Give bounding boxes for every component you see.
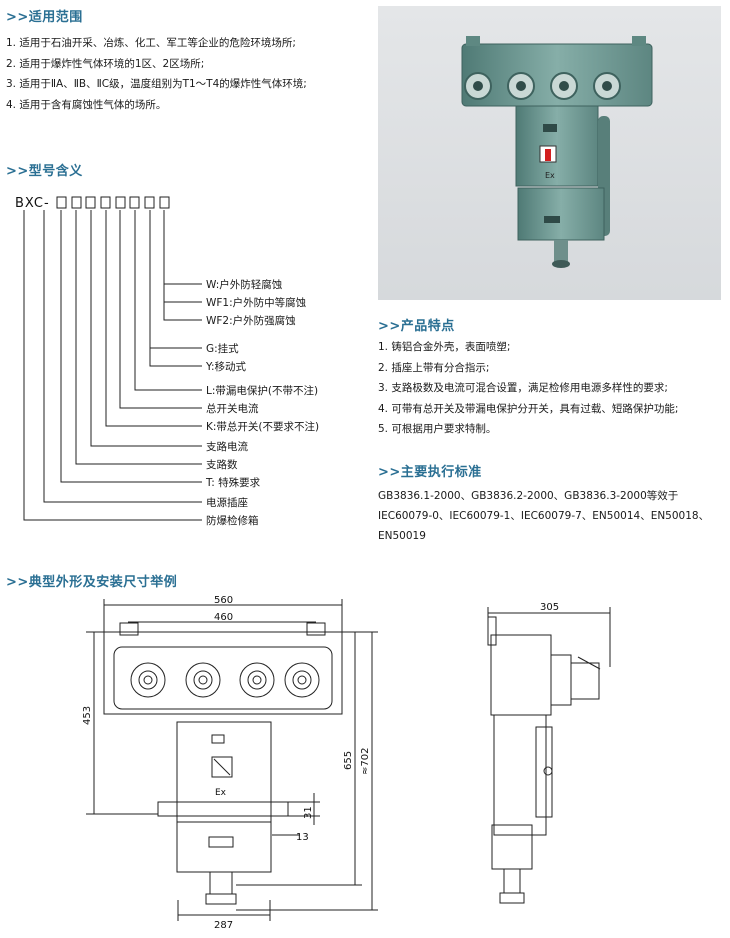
- model-label-branch-current: 支路电流: [206, 441, 248, 453]
- dim-655: 655: [343, 751, 354, 770]
- standards-text: GB3836.1-2000、GB3836.2-2000、GB3836.3-200…: [378, 490, 710, 542]
- scope-item: 2. 适用于爆炸性气体环境的1区、2区场所;: [6, 57, 205, 70]
- front-ex-mark: Ex: [215, 788, 227, 798]
- socket-icons: [464, 72, 621, 100]
- model-label-socket: 电源插座: [206, 497, 248, 509]
- model-label-branch-count: 支路数: [206, 459, 238, 471]
- dim-287: 287: [214, 920, 233, 931]
- model-label-w: W:户外防轻腐蚀: [206, 279, 283, 291]
- model-label-main-current: 总开关电流: [206, 403, 259, 415]
- scope-item: 1. 适用于石油开采、冶炼、化工、军工等企业的危险环境场所;: [6, 37, 296, 49]
- model-label-t: T: 特殊要求: [206, 477, 261, 489]
- model-code: BXC-: [15, 196, 50, 211]
- features-title: >>产品特点: [378, 319, 455, 334]
- scope-list: 1. 适用于石油开采、冶炼、化工、军工等企业的危险环境场所; 2. 适用于爆炸性…: [6, 33, 307, 115]
- feature-item: 1. 铸铝合金外壳，表面喷塑;: [378, 341, 511, 353]
- model-code-diagram: BXC-: [15, 196, 202, 521]
- feature-item: 3. 支路极数及电流可混合设置，满足检修用电源多样性的要求;: [378, 382, 668, 394]
- dim-560: 560: [214, 595, 233, 606]
- model-label-wf2: WF2:户外防强腐蚀: [206, 315, 296, 327]
- dim-460: 460: [214, 612, 233, 623]
- drawing-title: >>典型外形及安装尺寸举例: [6, 575, 178, 590]
- product-photo: Ex: [378, 6, 721, 300]
- svg-text:Ex: Ex: [545, 171, 555, 180]
- model-code-boxes: [56, 196, 170, 209]
- dimension-drawing: 560 460 453 655 ≈702 31 13 287 305 Ex: [82, 595, 611, 931]
- model-label-g: G:挂式: [206, 343, 239, 355]
- scope-item: 3. 适用于ⅡA、ⅡB、ⅡC级，温度组别为T1～T4的爆炸性气体环境;: [6, 78, 307, 90]
- model-leader-lines: [23, 210, 202, 521]
- model-label-k: K:带总开关(不要求不注): [206, 421, 320, 433]
- scope-item: 4. 适用于含有腐蚀性气体的场所。: [6, 98, 167, 111]
- feature-item: 5. 可根据用户要求特制。: [378, 423, 497, 435]
- model-title: >>型号含义: [6, 164, 83, 179]
- standards-title: >>主要执行标准: [378, 465, 482, 480]
- dim-702: ≈702: [360, 748, 371, 775]
- dim-453: 453: [82, 706, 93, 725]
- dim-31: 31: [303, 806, 314, 819]
- model-label-box: 防爆检修箱: [206, 515, 259, 527]
- dim-13: 13: [296, 832, 309, 843]
- model-label-y: Y:移动式: [206, 361, 247, 373]
- model-label-l: L:带漏电保护(不带不注): [206, 385, 319, 397]
- product-illustration: Ex: [461, 36, 653, 268]
- dim-305: 305: [540, 602, 559, 613]
- feature-item: 2. 插座上带有分合指示;: [378, 361, 490, 374]
- feature-item: 4. 可带有总开关及带漏电保护分开关，具有过载、短路保护功能;: [378, 402, 679, 415]
- front-socket-icons: [130, 662, 320, 698]
- features-list: 1. 铸铝合金外壳，表面喷塑; 2. 插座上带有分合指示; 3. 支路极数及电流…: [378, 337, 678, 440]
- model-label-wf1: WF1:户外防中等腐蚀: [206, 297, 307, 309]
- scope-title: >>适用范围: [6, 10, 83, 25]
